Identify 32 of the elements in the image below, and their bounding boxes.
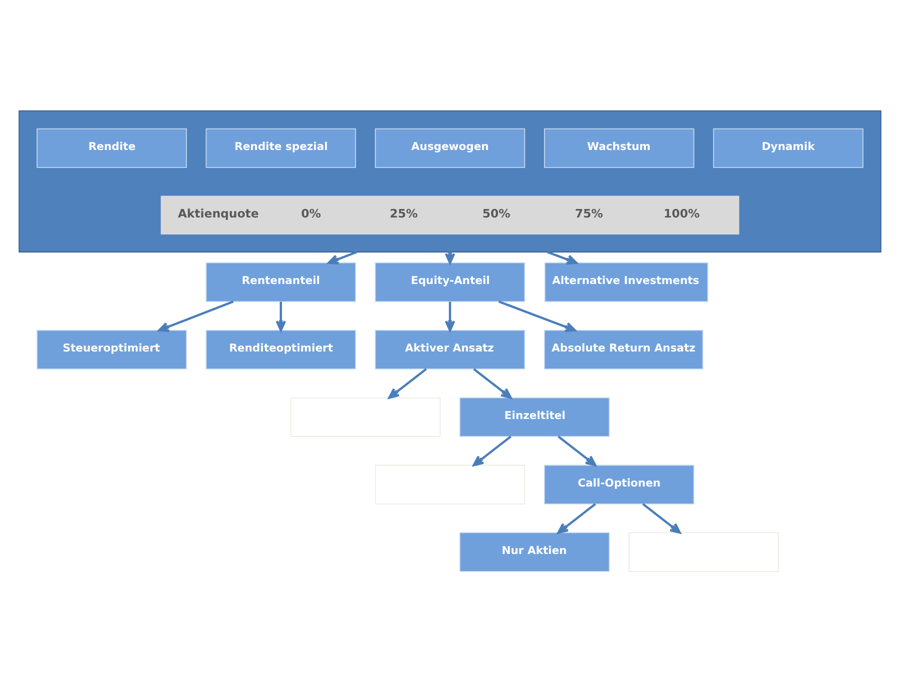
arrow (558, 436, 596, 466)
arrow (276, 302, 286, 332)
arrow (158, 300, 234, 332)
node-box: Steueroptimiert (36, 330, 187, 370)
arrow (388, 368, 427, 399)
node-box: Ausgewogen (374, 128, 526, 168)
arrow (557, 503, 596, 534)
node-box: Alternative Investments (544, 262, 708, 302)
arrow (642, 503, 681, 534)
node-box: Aktiver Ansatz (374, 330, 526, 370)
arrow (473, 368, 512, 399)
node-box: Rendite (36, 128, 187, 168)
node-box: Renditeoptimiert (206, 330, 356, 370)
node-box (290, 397, 441, 437)
node-box: Equity-Anteil (374, 262, 526, 302)
arrow (444, 302, 456, 332)
node-box: Nur Aktien (459, 532, 610, 572)
node-box: Aktienquote 0% 25% 50% 75% 100% (160, 196, 740, 234)
arrow (546, 250, 578, 265)
arrow (328, 250, 358, 264)
node-box (374, 464, 526, 504)
arrow (498, 300, 576, 332)
node-box: Rentenanteil (206, 262, 356, 302)
node-box: Rendite spezial (206, 128, 356, 168)
node-box (628, 532, 779, 572)
node-box: Absolute Return Ansatz (544, 330, 704, 370)
node-box: Einzeltitel (459, 397, 610, 437)
node-box: Wachstum (544, 128, 694, 168)
cluster (18, 110, 882, 252)
node-box: Dynamik (713, 128, 864, 168)
node-box: Call-Optionen (544, 464, 694, 504)
arrow (472, 436, 512, 466)
